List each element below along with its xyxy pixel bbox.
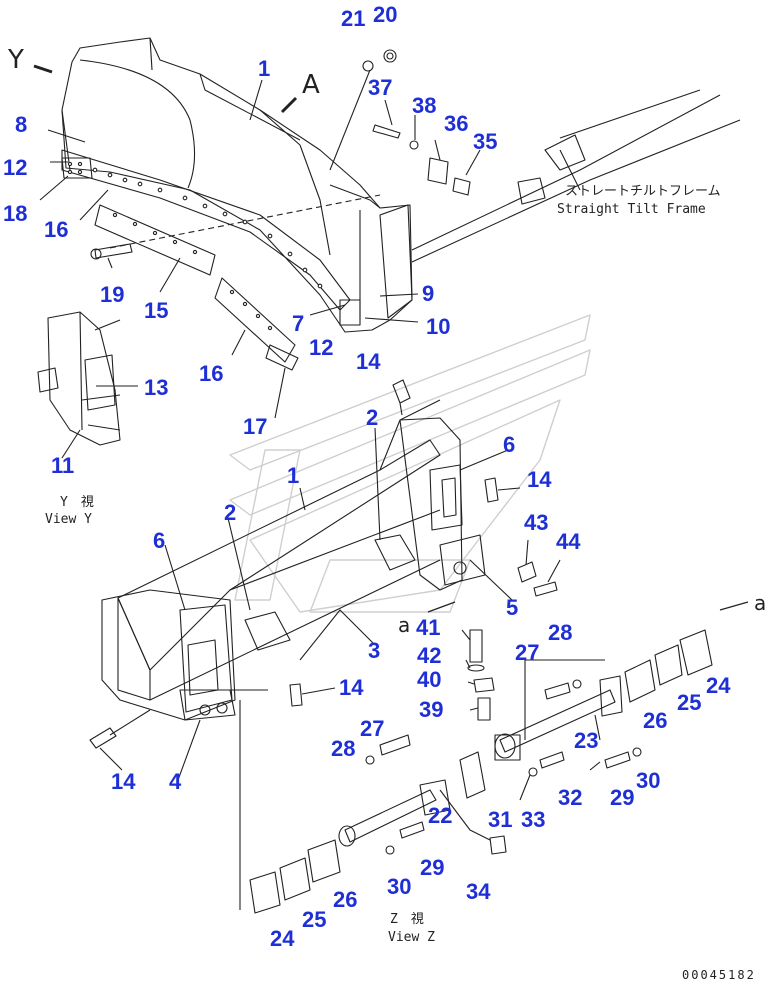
callout-25-flange-left[interactable]: 25 [302,907,327,932]
callout-24-flange-left[interactable]: 24 [270,926,295,951]
view-a-marker: A [302,70,320,100]
callout-21-washer[interactable]: 21 [341,6,366,31]
callout-38-washer[interactable]: 38 [412,93,437,118]
callout-39-pin[interactable]: 39 [419,697,444,722]
callout-42-washer[interactable]: 42 [417,643,442,668]
view-z-detail [239,629,713,914]
view-y-label-jp: Y 視 [60,495,94,510]
callout-13-plate[interactable]: 13 [144,375,169,400]
callout-28-washer-right[interactable]: 28 [548,620,573,645]
callout-22-cylinder[interactable]: 22 [428,803,453,828]
callout-24-flange-right[interactable]: 24 [706,673,731,698]
callout-16-cutting-edge-lower[interactable]: 16 [199,361,224,386]
view-z-label-jp: Z 視 [390,912,424,927]
callout-23-cylinder[interactable]: 23 [574,728,599,753]
callout-34-fitting[interactable]: 34 [466,879,491,904]
view-y-detail [37,311,138,459]
callout-19-bolt[interactable]: 19 [100,282,125,307]
callout-44-bolt[interactable]: 44 [556,529,581,554]
arrow-a-right-marker: a [754,591,767,615]
callout-17-end-bit[interactable]: 17 [243,414,268,439]
callout-7-plate[interactable]: 7 [292,311,305,336]
callout-9-plate[interactable]: 9 [422,281,435,306]
callout-25-flange-right[interactable]: 25 [677,690,702,715]
callout-32-bolt[interactable]: 32 [558,785,583,810]
callout-27-bolt-left[interactable]: 27 [360,716,385,741]
callout-6-block-left[interactable]: 6 [153,528,166,553]
callout-8-plate[interactable]: 8 [15,112,28,137]
callout-5-bracket[interactable]: 5 [506,595,519,620]
callout-16-cutting-edge[interactable]: 16 [44,217,69,242]
callout-30-washer-right[interactable]: 30 [636,768,661,793]
view-y-marker: Y [8,45,24,75]
main-frame [89,379,749,781]
view-z-label-en: View Z [388,930,435,945]
callout-35-pin[interactable]: 35 [473,129,498,154]
callout-4-block[interactable]: 4 [169,769,182,794]
callout-28-washer-left[interactable]: 28 [331,736,356,761]
callout-41-bolt[interactable]: 41 [416,615,441,640]
callout-6-block-right[interactable]: 6 [503,432,516,457]
view-y-label-en: View Y [45,512,92,527]
callout-14-fitting-right[interactable]: 14 [527,467,552,492]
callout-2-gusset-left[interactable]: 2 [224,500,237,525]
callout-43-plate[interactable]: 43 [524,510,549,535]
callout-10-end-bit[interactable]: 10 [426,314,451,339]
callout-33-washer[interactable]: 33 [521,807,546,832]
callout-18-end-bit[interactable]: 18 [3,201,28,226]
blade-assembly [33,37,741,419]
callout-12-bolt[interactable]: 12 [3,155,28,180]
callout-30-washer-left[interactable]: 30 [387,874,412,899]
callout-27-bolt-right[interactable]: 27 [515,640,540,665]
document-number: 00045182 [682,968,756,982]
callout-1-frame[interactable]: 1 [287,463,300,488]
frame-label-jp: ストレートチルトフレーム [565,184,721,199]
callout-36-plate[interactable]: 36 [444,111,469,136]
callout-29-bolt-left[interactable]: 29 [420,855,445,880]
callout-31-plate[interactable]: 31 [488,807,513,832]
callout-14-fitting-top[interactable]: 14 [356,349,381,374]
callout-26-flange-right[interactable]: 26 [643,708,668,733]
watermark-logo [229,314,591,613]
callout-14-fitting-left[interactable]: 14 [111,769,136,794]
callout-37-bolt[interactable]: 37 [368,75,393,100]
callout-11-end-bit[interactable]: 11 [51,453,75,478]
callout-1-blade[interactable]: 1 [258,56,271,81]
callout-26-flange-left[interactable]: 26 [333,887,358,912]
callout-29-bolt-right[interactable]: 29 [610,785,635,810]
callout-40-plate[interactable]: 40 [417,667,442,692]
callout-14-fitting-mid[interactable]: 14 [339,675,364,700]
callout-20-nut[interactable]: 20 [373,2,398,27]
arrow-a-left-marker: a [398,613,411,637]
frame-label-en: Straight Tilt Frame [557,202,706,217]
callout-2-gusset-right[interactable]: 2 [366,405,379,430]
callout-15-cutting-edge[interactable]: 15 [144,298,169,323]
callout-12-bolt-right[interactable]: 12 [309,335,334,360]
callout-3-frame[interactable]: 3 [368,638,381,663]
